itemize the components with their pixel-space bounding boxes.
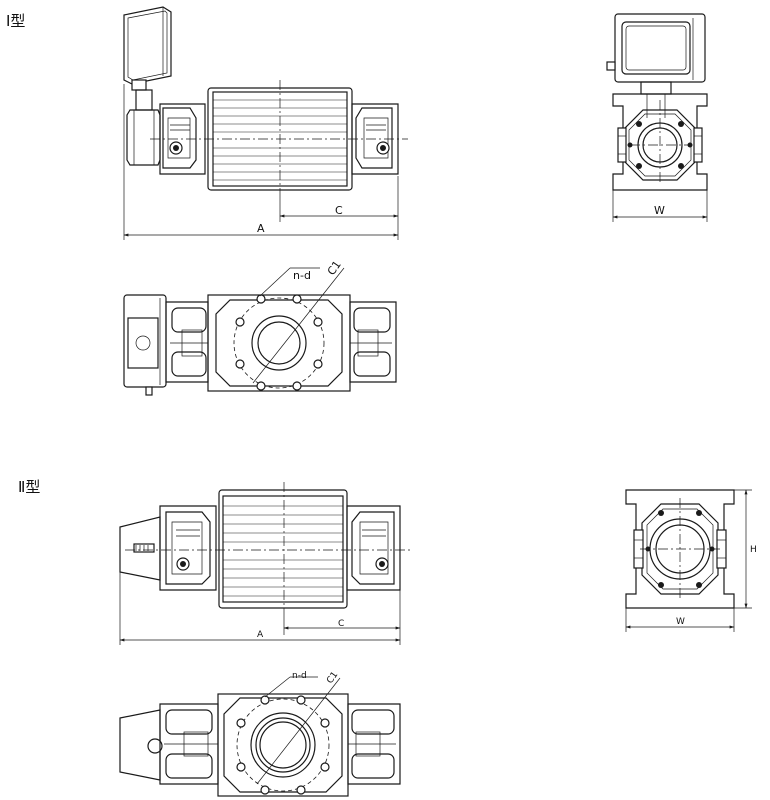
type2-label-c1: C1	[325, 670, 340, 686]
type2-title: Ⅱ型	[18, 478, 40, 496]
type2-side-view: W H	[625, 489, 757, 632]
type2-dim-h: H	[750, 545, 757, 555]
type2-dim-c: C	[338, 619, 344, 629]
type2-body-ribs	[223, 505, 343, 597]
type1-side-view: W	[606, 13, 708, 222]
type2-front-view: C A	[119, 482, 410, 645]
type1-dim-c: C	[335, 204, 343, 217]
type2-label-nd: n-d	[292, 671, 307, 681]
type1-dim-w: W	[654, 204, 665, 217]
type1-label-c1: C1	[325, 258, 344, 277]
type1-dim-a: A	[257, 222, 265, 235]
type2-bolt-holes	[236, 695, 330, 795]
type1-front-view: C A	[123, 6, 408, 240]
type1-top-view: n-d C1	[123, 258, 397, 396]
type1-title: Ⅰ型	[6, 12, 25, 30]
type1-label-nd: n-d	[293, 269, 311, 282]
type2-dim-w: W	[676, 617, 685, 627]
type2-top-view: n-d C1	[119, 670, 401, 797]
type2-dim-a: A	[257, 630, 264, 640]
type1-bolt-holes	[235, 294, 323, 391]
